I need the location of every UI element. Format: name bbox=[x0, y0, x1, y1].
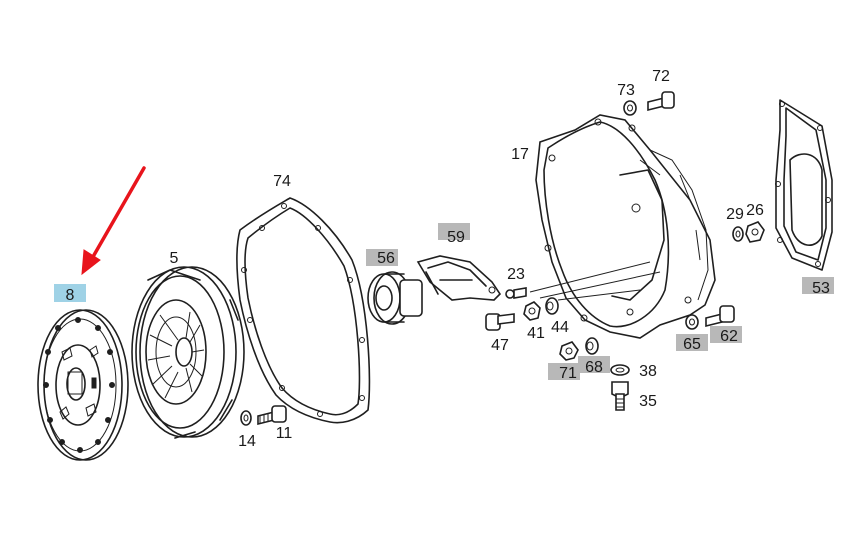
part-74-gasket bbox=[236, 197, 371, 424]
callout-44[interactable]: 44 bbox=[551, 319, 569, 336]
callout-53-highlight bbox=[802, 277, 834, 294]
callout-53[interactable]: 53 bbox=[812, 280, 830, 297]
part-8-clutch-disc bbox=[37, 309, 129, 461]
callout-14[interactable]: 14 bbox=[238, 433, 256, 450]
callout-17[interactable]: 17 bbox=[511, 146, 529, 163]
part-35-bolt bbox=[611, 381, 629, 411]
part-59-release-fork bbox=[416, 255, 502, 301]
part-53-cover-gasket bbox=[775, 99, 833, 271]
part-23-pin bbox=[505, 287, 527, 299]
callout-59-highlight bbox=[438, 223, 470, 240]
part-14-washer bbox=[240, 410, 252, 426]
part-73-washer bbox=[623, 100, 637, 116]
callout-71[interactable]: 71 bbox=[559, 365, 577, 382]
part-47-bolt bbox=[485, 313, 515, 331]
callout-56[interactable]: 56 bbox=[377, 250, 395, 267]
callout-29[interactable]: 29 bbox=[726, 206, 744, 223]
callout-72[interactable]: 72 bbox=[652, 68, 670, 85]
callout-26[interactable]: 26 bbox=[746, 202, 764, 219]
callout-62[interactable]: 62 bbox=[720, 328, 738, 345]
callout-41[interactable]: 41 bbox=[527, 325, 545, 342]
part-71-nut bbox=[559, 341, 579, 361]
callout-71-highlight bbox=[548, 363, 580, 380]
callout-35[interactable]: 35 bbox=[639, 393, 657, 410]
part-68-bushing bbox=[585, 337, 599, 355]
part-72-bolt bbox=[647, 91, 675, 112]
pointer-arrow bbox=[81, 166, 146, 276]
callout-68[interactable]: 68 bbox=[585, 359, 603, 376]
callout-59[interactable]: 59 bbox=[447, 229, 465, 246]
callout-38[interactable]: 38 bbox=[639, 363, 657, 380]
callout-56-highlight bbox=[366, 249, 398, 266]
callout-68-highlight bbox=[578, 356, 610, 373]
callout-73[interactable]: 73 bbox=[617, 82, 635, 99]
callout-65[interactable]: 65 bbox=[683, 336, 701, 353]
callout-62-highlight bbox=[710, 326, 742, 343]
part-41-nut bbox=[523, 301, 541, 321]
part-26-nut bbox=[745, 221, 765, 243]
part-44-bushing bbox=[545, 297, 559, 315]
callout-8-highlight bbox=[54, 284, 86, 302]
part-38-washer bbox=[610, 364, 630, 376]
part-56-release-bearing bbox=[367, 271, 423, 325]
part-29-washer bbox=[732, 226, 744, 242]
callout-8[interactable]: 8 bbox=[66, 287, 75, 304]
part-5-pressure-plate bbox=[131, 266, 245, 439]
part-17-bellhousing bbox=[529, 114, 716, 339]
callout-5[interactable]: 5 bbox=[170, 250, 179, 267]
part-65-washer bbox=[685, 314, 699, 330]
callout-labels: 8 5 74 14 11 56 59 23 47 41 44 17 73 72 … bbox=[54, 68, 834, 450]
callout-65-highlight bbox=[676, 334, 708, 351]
part-62-bolt bbox=[705, 305, 735, 328]
callout-47[interactable]: 47 bbox=[491, 337, 509, 354]
callout-23[interactable]: 23 bbox=[507, 266, 525, 283]
part-11-bolt bbox=[257, 405, 287, 426]
callout-74[interactable]: 74 bbox=[273, 173, 291, 190]
callout-11[interactable]: 11 bbox=[276, 425, 293, 442]
